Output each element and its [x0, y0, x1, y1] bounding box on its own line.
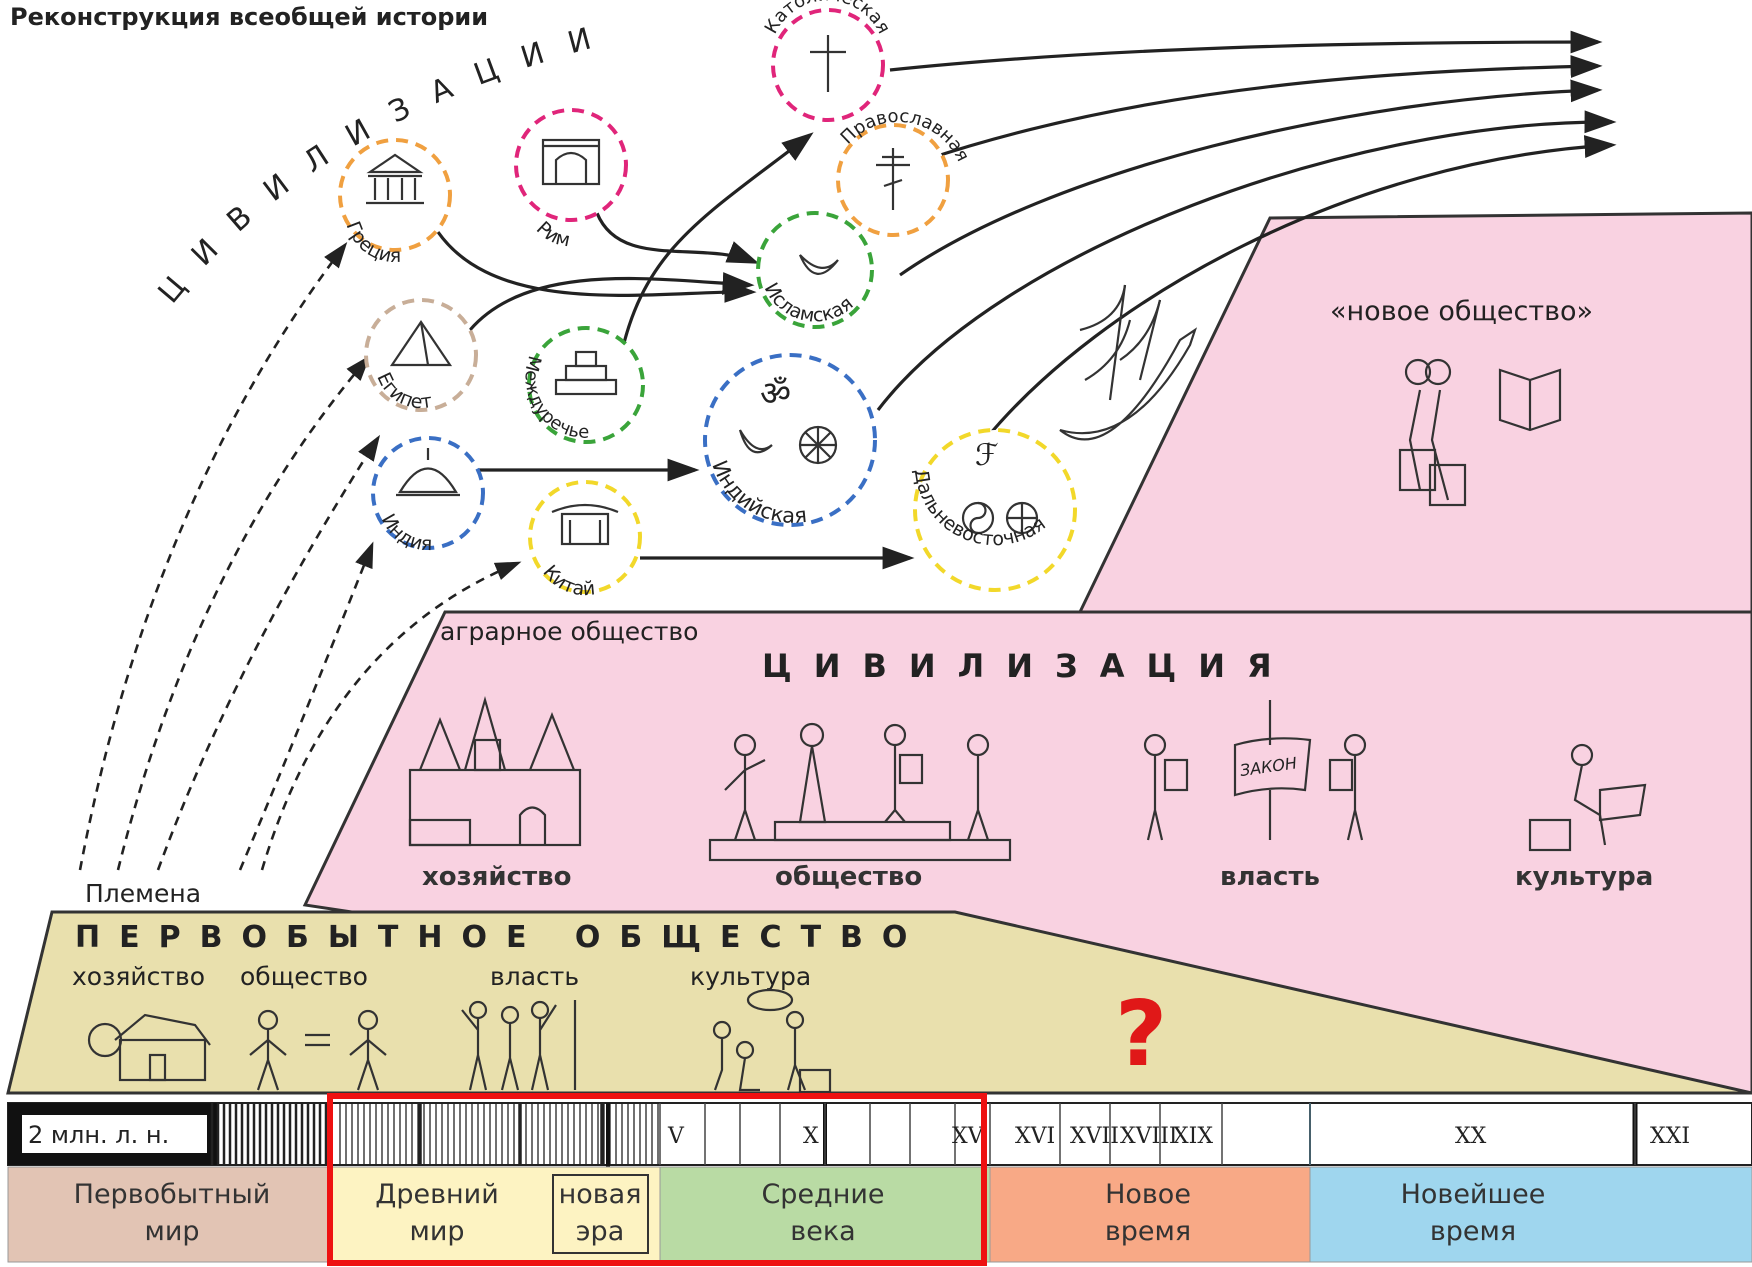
agrarian-society-label: аграрное общество	[440, 617, 698, 646]
yin-yang-icon	[961, 501, 995, 535]
pyramid-icon	[389, 320, 453, 367]
arch-icon	[541, 138, 601, 186]
civilization-orthodox: Православная	[836, 106, 973, 237]
civilization-links	[436, 30, 1617, 570]
dharma-wheel-icon	[1005, 501, 1039, 535]
equal-people-icon	[249, 1009, 387, 1091]
primitive-society-region	[6, 910, 1752, 1095]
century-v: V	[667, 1124, 685, 1149]
stupa-icon	[396, 448, 460, 497]
ritual-icon	[712, 988, 832, 1094]
crescent-icon	[738, 429, 773, 454]
civilization-far-east: ℱ Дальневосточная	[910, 428, 1077, 592]
era-middle-line2: века	[790, 1216, 855, 1247]
tribes-label: Племена	[85, 879, 201, 908]
timeline-dense-ticks	[210, 1103, 659, 1165]
castle-icon	[408, 695, 582, 847]
timeline-start-label: 2 млн. л. н.	[28, 1121, 169, 1149]
reading-people-icon	[1398, 358, 1562, 507]
agrarian-society-aspect-label: общество	[775, 862, 922, 892]
cross-icon	[810, 35, 846, 92]
orthodox-cross-icon	[876, 148, 910, 210]
sailing-ship-icon	[1059, 284, 1198, 441]
era-ancient: Древний мир	[375, 1179, 499, 1247]
primitive-power-label: власть	[490, 962, 579, 991]
era-bands	[7, 1166, 1752, 1263]
law-scroll-icon	[1143, 700, 1367, 841]
era-primitive-band	[7, 1166, 331, 1263]
civilization-indian: ॐ Индийская	[703, 353, 877, 528]
tribe-emergence-arrows	[78, 242, 522, 871]
civilization-mesopotamia: Междуречье	[520, 326, 645, 444]
era-middle-line1: Средние	[761, 1179, 884, 1210]
era-modern-line1: Новое	[1105, 1179, 1191, 1210]
society-figures-icon	[708, 722, 1012, 862]
era-contemporary-line2: время	[1430, 1216, 1516, 1247]
highlight-frame	[327, 1093, 987, 1266]
primitive-economy-label: хозяйство	[72, 962, 205, 991]
era-ancient-band	[329, 1166, 661, 1263]
era-new-era: новая эра	[559, 1179, 642, 1247]
tribal-group-icon	[461, 1000, 577, 1091]
era-primitive-line2: мир	[144, 1216, 199, 1247]
century-xix: XIX	[1173, 1124, 1213, 1149]
primitive-culture-label: культура	[690, 962, 811, 991]
era-modern: Новое время	[1105, 1179, 1191, 1247]
crescent-icon	[798, 254, 839, 275]
dharma-wheel-icon	[798, 425, 838, 465]
primitive-society-heading: ПЕРВОБЫТНОЕ ОБЩЕСТВО	[75, 920, 926, 955]
era-contemporary: Новейшее время	[1401, 1179, 1546, 1247]
era-modern-line2: время	[1105, 1216, 1191, 1247]
century-xx: XX	[1455, 1124, 1487, 1149]
era-new-era-line2: эра	[576, 1216, 625, 1247]
century-xv: XV	[952, 1124, 985, 1149]
civilization-catholic: Католическая	[761, 0, 894, 122]
era-middle-band	[659, 1166, 991, 1263]
writer-icon	[1528, 743, 1647, 852]
agrarian-power-label: власть	[1220, 862, 1320, 892]
century-xxi: XXI	[1650, 1124, 1690, 1149]
om-icon: ॐ	[760, 374, 791, 414]
century-xvii: XVII	[1070, 1124, 1119, 1149]
era-contemporary-line1: Новейшее	[1401, 1179, 1546, 1210]
civilization-egypt: Египет	[364, 298, 478, 413]
agrarian-culture-label: культура	[1515, 862, 1653, 892]
primitive-society-aspect-label: общество	[240, 962, 368, 991]
new-era-box	[552, 1174, 649, 1254]
svg-text:Рим: Рим	[532, 217, 572, 251]
century-x: X	[803, 1124, 819, 1149]
civilization-china: Китай	[528, 480, 642, 600]
civilization-islamic: Исламская	[756, 211, 874, 329]
new-society-label: «новое общество»	[1330, 296, 1593, 327]
timeline-century-cells	[659, 1103, 1636, 1165]
era-ancient-line2: мир	[409, 1216, 464, 1247]
era-modern-band	[989, 1166, 1311, 1263]
rome-label: Рим	[532, 217, 572, 251]
era-primitive: Первобытный мир	[74, 1179, 271, 1247]
hieroglyph-icon: ℱ	[975, 438, 999, 473]
timeline-ruler	[7, 1102, 1752, 1175]
era-ancient-line1: Древний	[375, 1179, 499, 1210]
era-middle-ages: Средние века	[761, 1179, 884, 1247]
diagram-title: Реконструкция всеобщей истории	[10, 3, 488, 31]
ziggurat-icon	[554, 350, 618, 396]
temple-icon	[366, 153, 424, 205]
century-xviii: XVIII	[1120, 1124, 1178, 1149]
agrarian-economy-label: хозяйство	[422, 862, 571, 892]
pagoda-icon	[551, 503, 619, 546]
era-new-era-line1: новая	[559, 1179, 642, 1210]
question-mark: ?	[1115, 982, 1167, 1087]
century-xvi: XVI	[1015, 1124, 1055, 1149]
era-contemporary-band	[1309, 1166, 1752, 1263]
hut-icon	[87, 1013, 211, 1082]
civilization-rome: Рим	[514, 108, 628, 251]
civilization-india: Индия	[371, 436, 485, 555]
era-primitive-line1: Первобытный	[74, 1179, 271, 1210]
civilization-heading: ЦИВИЛИЗАЦИЯ	[762, 647, 1294, 685]
civilization-greece: Греция	[338, 138, 452, 267]
